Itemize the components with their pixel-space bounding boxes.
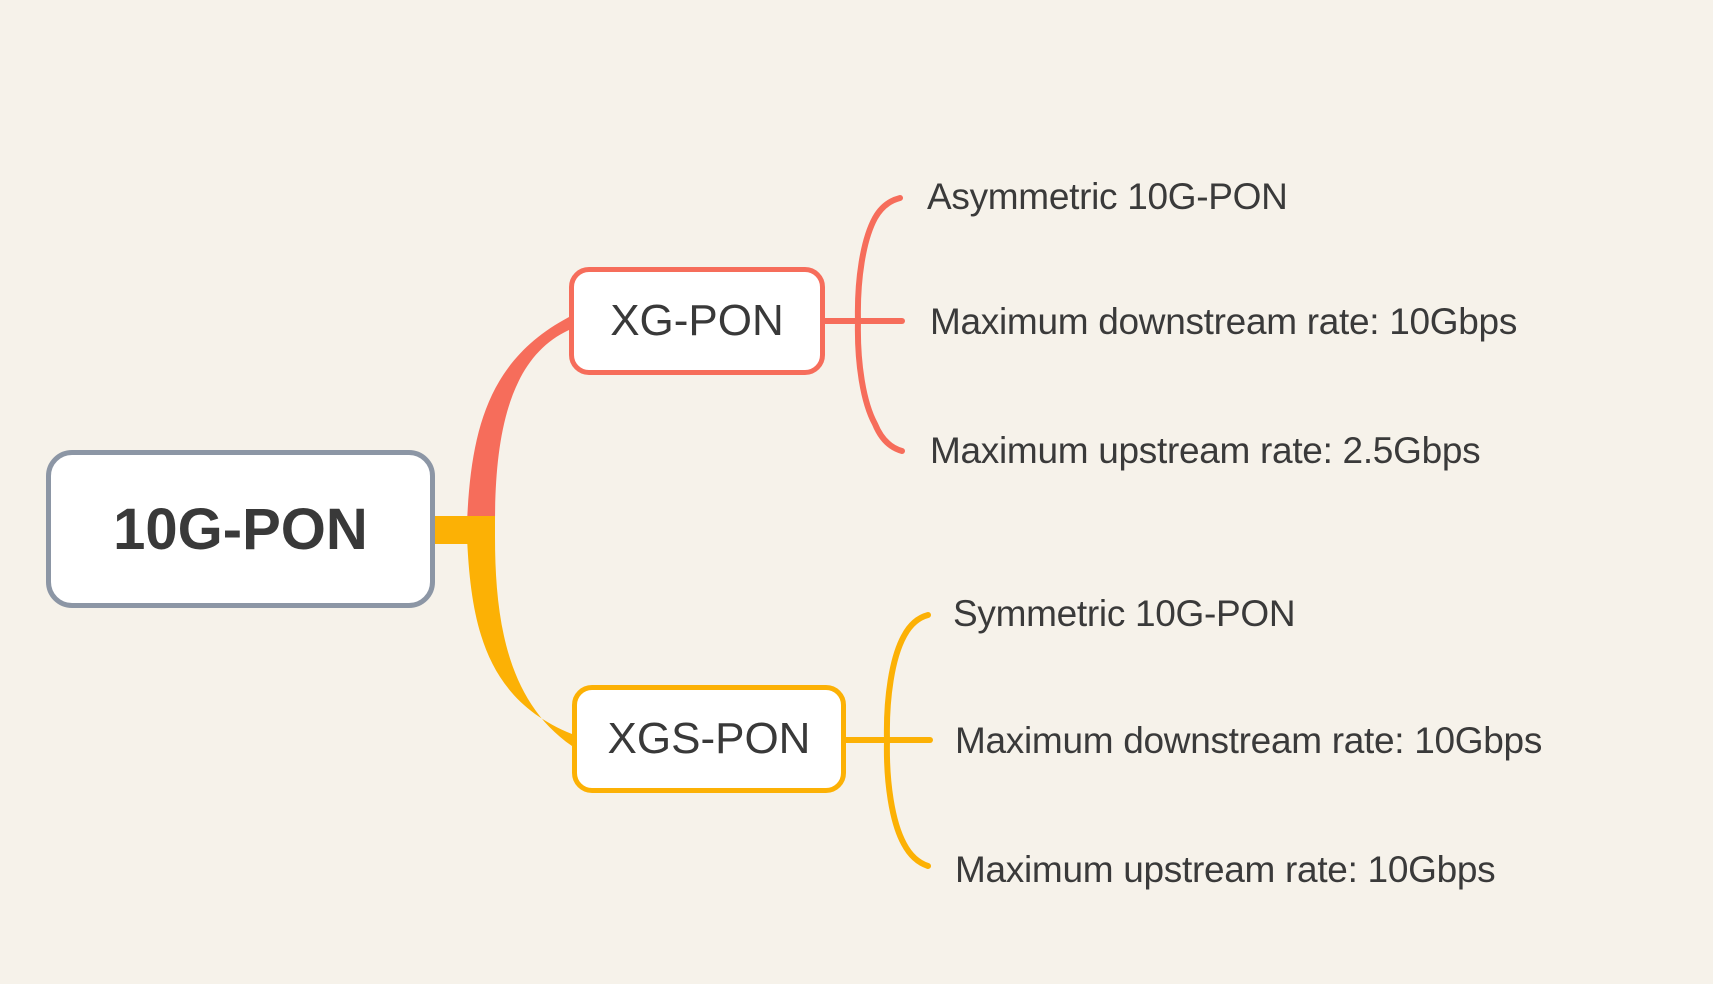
root-topic-10g-pon[interactable]: 10G-PON (46, 450, 435, 608)
leaf-topic-xgs-max-downstream[interactable]: Maximum downstream rate: 10Gbps (955, 720, 1543, 761)
root-branch-stub (434, 516, 495, 544)
leaf-topic-symmetric-10g-pon[interactable]: Symmetric 10G-PON (953, 593, 1296, 634)
subbranch-line-asymmetric (854, 195, 903, 324)
subbranch-line-symmetric (883, 612, 931, 743)
root-topic-label: 10G-PON (113, 496, 368, 562)
branch-line-xgs-pon (467, 537, 572, 746)
branch-topic-xg-pon[interactable]: XG-PON (569, 267, 825, 375)
leaf-topic-xg-max-downstream[interactable]: Maximum downstream rate: 10Gbps (930, 301, 1518, 342)
branch-line-xg-pon (467, 317, 569, 523)
branch-topic-xgs-pon[interactable]: XGS-PON (572, 685, 846, 793)
leaf-topic-xg-max-upstream[interactable]: Maximum upstream rate: 2.5Gbps (930, 430, 1481, 471)
subbranch-line-max-upstream-xg (854, 318, 905, 454)
leaf-topic-asymmetric-10g-pon[interactable]: Asymmetric 10G-PON (927, 176, 1288, 217)
leaf-topic-xgs-max-upstream[interactable]: Maximum upstream rate: 10Gbps (955, 849, 1496, 890)
branch-topic-label: XGS-PON (607, 714, 811, 763)
subbranch-line-max-upstream-xgs (883, 737, 931, 869)
branch-topic-label: XG-PON (610, 296, 784, 345)
